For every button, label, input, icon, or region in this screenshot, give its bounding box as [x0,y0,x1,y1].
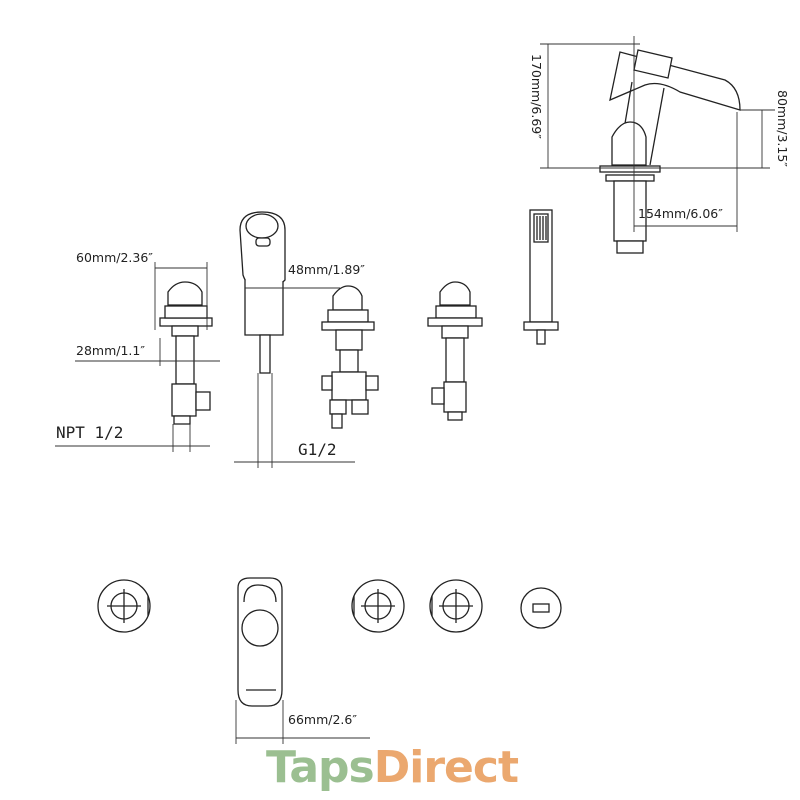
logo-direct: Direct [373,742,519,793]
plan-view [97,577,562,707]
handle-top-left [97,579,151,633]
handle-top-diverter [351,579,405,633]
logo-taps: Taps [266,742,375,793]
dim-80mm: 80mm/3.15″ [775,90,790,167]
handle-top-right [429,579,483,633]
dim-28mm: 28mm/1.1″ [76,343,145,358]
dim-154mm: 154mm/6.06″ [638,206,723,221]
shower-top [520,587,562,629]
dim-66mm: 66mm/2.6″ [288,712,357,727]
spout-top [237,577,283,707]
hand-shower [523,209,559,345]
valve-right [427,281,483,421]
spout-elevation [599,49,741,254]
brand-logo: TapsDirect [266,742,519,793]
spout-side [239,211,286,374]
dim-170mm: 170mm/6.69″ [529,54,544,139]
valve-left [159,281,213,425]
thread-npt: NPT 1/2 [56,423,123,442]
valve-diverter [321,285,379,429]
thread-g: G1/2 [298,440,337,459]
dim-60mm: 60mm/2.36″ [76,250,153,265]
dim-48mm: 48mm/1.89″ [288,262,365,277]
